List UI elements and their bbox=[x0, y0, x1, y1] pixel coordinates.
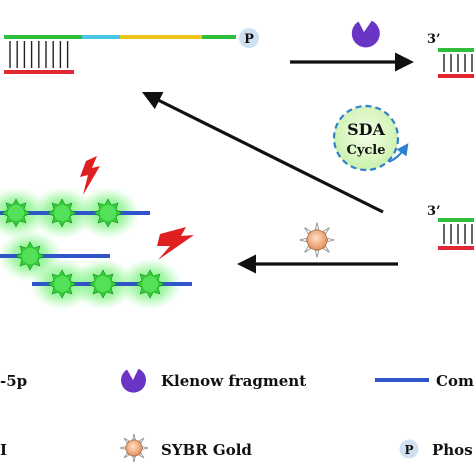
green-strand-segment-end bbox=[202, 35, 236, 39]
legend-label-phosphate: Phos bbox=[432, 441, 473, 459]
base-pair-ticks bbox=[9, 41, 69, 68]
sun-ray bbox=[299, 237, 308, 243]
lightning-icon-2 bbox=[157, 227, 194, 260]
sun-ray bbox=[132, 455, 136, 463]
sun-core bbox=[306, 229, 328, 251]
klenow-pacman-icon bbox=[121, 368, 147, 393]
red-strand-partial-mid bbox=[438, 246, 474, 250]
legend-label-complementary: Com bbox=[436, 372, 474, 390]
sda-cycle-circle bbox=[332, 104, 400, 172]
green-strand-segment bbox=[4, 35, 82, 39]
fluorescent-complex bbox=[0, 187, 150, 239]
sda-cycle-badge: SDA Cycle bbox=[332, 104, 409, 172]
sda-cycle-subtitle: Cycle bbox=[346, 143, 385, 158]
cyan-strand-segment bbox=[82, 35, 120, 39]
legend-label-sybr: SYBR Gold bbox=[161, 441, 252, 459]
fluor-dye-core bbox=[21, 247, 39, 265]
base-pair-ticks-right bbox=[443, 54, 473, 72]
phosphate-circle-icon: P bbox=[399, 439, 419, 459]
green-strand-partial-mid bbox=[438, 218, 474, 222]
sybr-gold-sun-icon bbox=[299, 222, 335, 258]
sun-ray bbox=[314, 249, 320, 258]
lightning-icon bbox=[80, 156, 100, 195]
extended-duplex-partial: 3’ bbox=[427, 32, 474, 78]
cycle-arrow-icon bbox=[388, 143, 409, 163]
sybr-gold-sun-icon bbox=[119, 433, 149, 463]
sun-ray bbox=[119, 446, 127, 450]
blue-strand-swatch bbox=[375, 378, 429, 382]
green-strand-partial bbox=[438, 48, 474, 52]
sun-ray bbox=[141, 446, 149, 450]
blue-strand bbox=[0, 254, 110, 258]
red-strand bbox=[4, 70, 74, 74]
prime-label-top: 3’ bbox=[427, 32, 441, 47]
sun-core bbox=[125, 439, 143, 457]
yellow-strand-segment bbox=[120, 35, 202, 39]
released-duplex-partial: 3’ bbox=[427, 204, 474, 250]
legend-label-klenow: Klenow fragment bbox=[161, 372, 306, 390]
fluor-dye-core bbox=[141, 275, 159, 293]
base-pair-ticks-mid bbox=[443, 224, 473, 244]
fluorescent-complexes bbox=[0, 187, 192, 310]
phosphate-legend-glyph: P bbox=[404, 443, 413, 457]
sun-ray bbox=[314, 222, 320, 231]
fluor-dye-core bbox=[7, 204, 25, 222]
arrow-recycle bbox=[141, 91, 384, 214]
fluor-dye-core bbox=[53, 204, 71, 222]
sda-cycle-title: SDA bbox=[347, 120, 385, 139]
prime-label-mid: 3’ bbox=[427, 204, 441, 219]
phosphate-label: P bbox=[244, 32, 254, 47]
legend: -5p Klenow fragment Com I SYBR Gold P Ph… bbox=[0, 368, 474, 463]
sun-ray bbox=[132, 433, 136, 441]
probe-duplex: P bbox=[4, 28, 259, 74]
legend-label-mirna: -5p bbox=[0, 372, 27, 390]
fluor-dye-core bbox=[99, 204, 117, 222]
fluorescent-complex bbox=[30, 258, 192, 310]
klenow-pacman-icon bbox=[351, 20, 380, 48]
sun-ray bbox=[326, 237, 335, 243]
phosphate-circle-icon: P bbox=[239, 28, 259, 48]
red-strand-partial bbox=[438, 74, 474, 78]
legend-label-row2-first: I bbox=[0, 441, 7, 459]
fluor-dye-core bbox=[53, 275, 71, 293]
fluor-dye-core bbox=[94, 275, 112, 293]
